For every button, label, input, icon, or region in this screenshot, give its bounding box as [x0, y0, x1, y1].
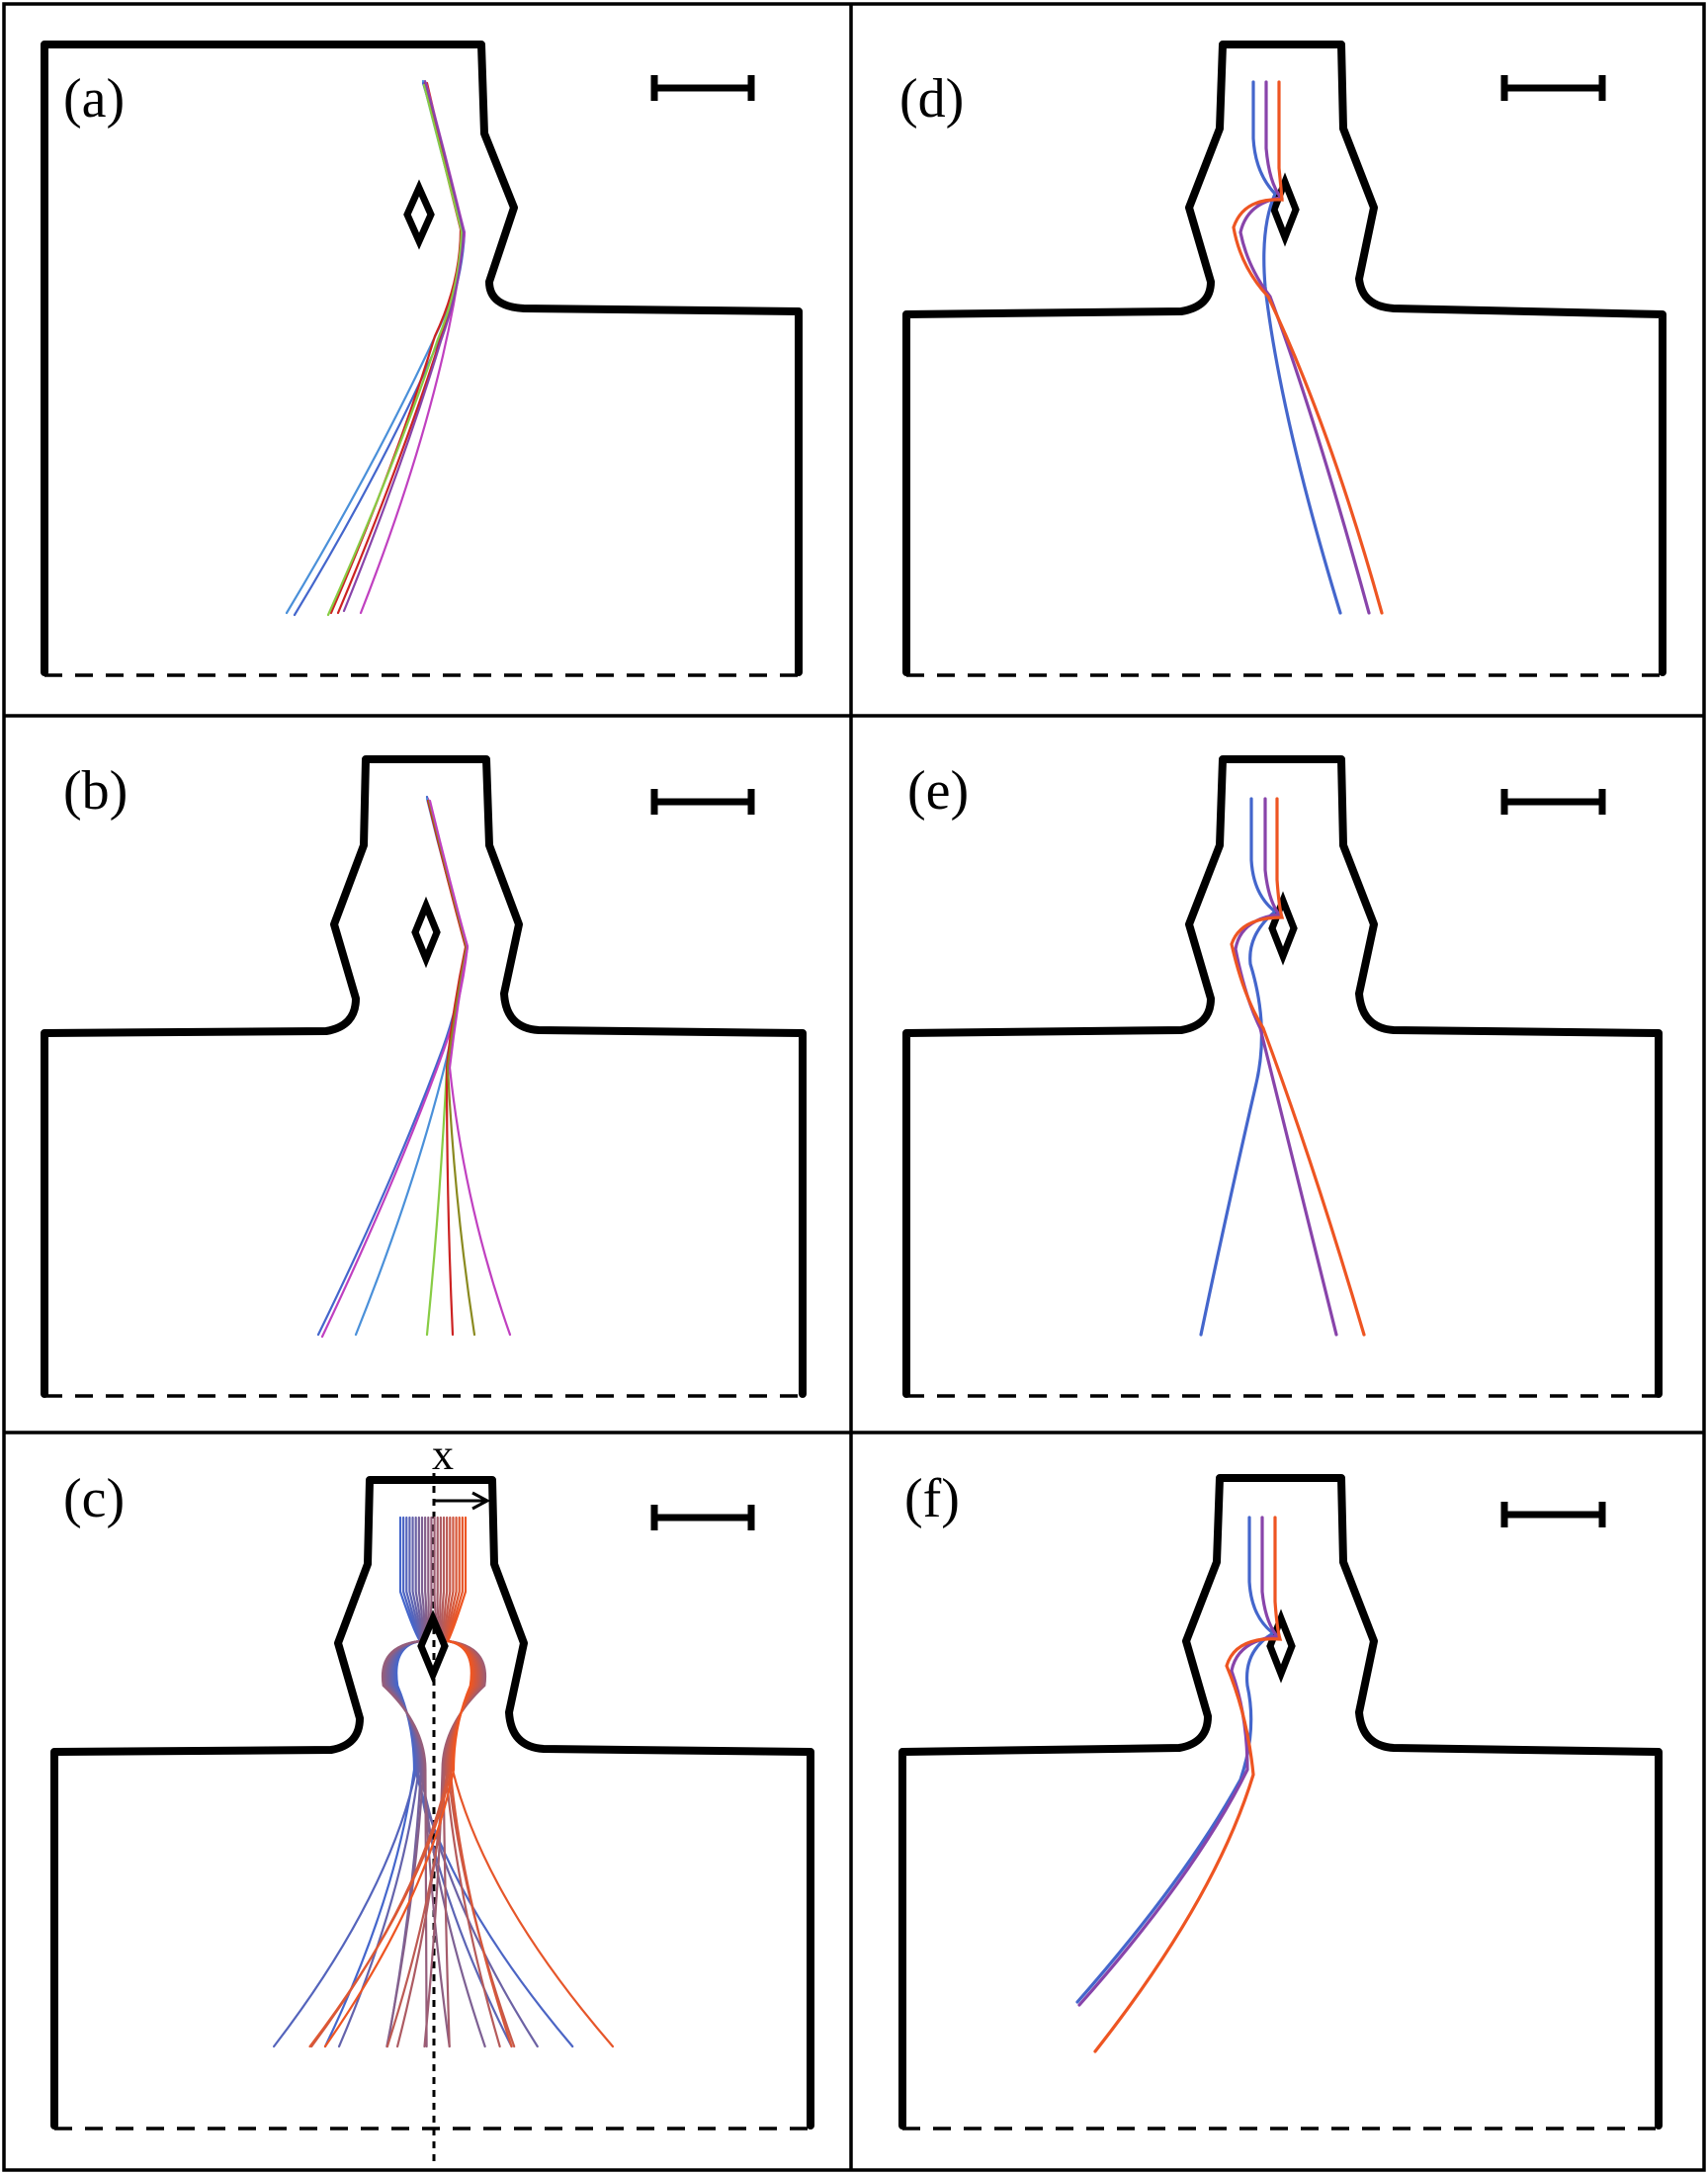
- x-axis-label: x: [432, 1431, 454, 1479]
- trajectory: [1230, 797, 1366, 1337]
- trajectories: [1232, 80, 1384, 615]
- panel-a: (a): [41, 41, 803, 677]
- panel-label-c: (c): [63, 1468, 125, 1529]
- trajectory: [1075, 1516, 1276, 2004]
- diamond-obstacle: [417, 1609, 449, 1685]
- trajectories: [285, 79, 467, 617]
- trajectory: [1199, 797, 1278, 1337]
- trajectory: [329, 81, 463, 615]
- panel-label-b: (b): [63, 760, 128, 822]
- panel-b: (b): [41, 755, 807, 1398]
- scale-bar: [650, 789, 755, 815]
- channel-wall: [898, 1474, 1663, 2130]
- trajectory: [428, 799, 512, 1337]
- panel-f: (f): [898, 1468, 1663, 2131]
- trajectories: [1199, 797, 1366, 1337]
- scale-bar: [1500, 1502, 1606, 1527]
- channel-wall: [902, 755, 1663, 1398]
- trajectory: [1251, 80, 1342, 615]
- trajectories: [1075, 1516, 1283, 2053]
- trajectory: [323, 1516, 472, 2048]
- trajectory: [1232, 80, 1384, 615]
- trajectory: [1234, 797, 1338, 1337]
- scale-bar: [1500, 789, 1606, 815]
- trajectory: [1093, 1516, 1283, 2053]
- trajectory: [446, 1516, 615, 2048]
- diamond-obstacle: [403, 179, 435, 250]
- x-axis-arrow: [434, 1491, 491, 1511]
- trajectory: [326, 83, 464, 617]
- scale-bar: [650, 1505, 755, 1530]
- trajectory: [1238, 80, 1371, 615]
- panel-label-d: (d): [899, 68, 964, 130]
- panel-d: (d): [899, 41, 1666, 677]
- channel-wall: [902, 41, 1666, 676]
- diamond-obstacle: [1266, 1609, 1296, 1684]
- trajectory: [342, 79, 466, 613]
- trajectories: [316, 795, 512, 1339]
- trajectory: [272, 1516, 422, 2048]
- trajectory-fan: [272, 1516, 615, 2048]
- channel-wall-left: [41, 41, 803, 676]
- channel-wall: [50, 1476, 814, 2130]
- channel-wall: [41, 755, 807, 1398]
- diamond-obstacle: [411, 896, 441, 969]
- scale-bar: [1500, 75, 1606, 101]
- panel-label-e: (e): [907, 760, 969, 822]
- panel-label-f: (f): [904, 1468, 960, 1529]
- panel-c: x (c): [50, 1431, 814, 2165]
- trajectory: [359, 81, 467, 615]
- panel-label-a: (a): [63, 68, 125, 130]
- scale-bar: [650, 75, 755, 101]
- panel-e: (e): [902, 755, 1663, 1398]
